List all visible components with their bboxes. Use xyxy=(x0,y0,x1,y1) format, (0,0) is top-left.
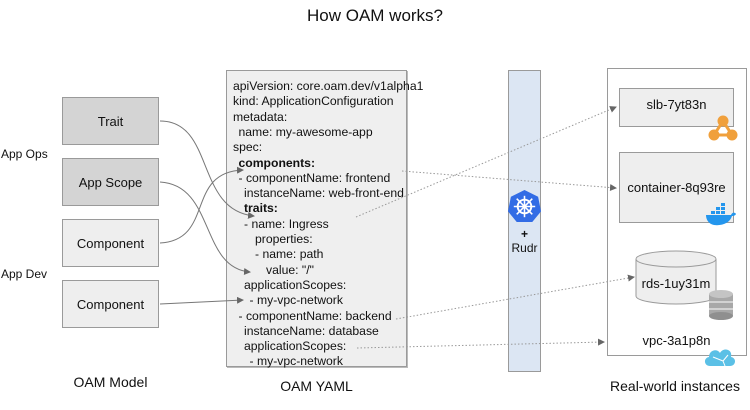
yaml-line: traits: xyxy=(244,201,278,216)
rds-cylinder xyxy=(635,250,717,305)
component-box-dev-label: Component xyxy=(76,296,145,312)
yaml-line: instanceName: database xyxy=(244,323,379,338)
yaml-line: components: xyxy=(238,155,316,170)
yaml-line: - my-vpc-network xyxy=(249,354,343,369)
kubernetes-icon xyxy=(507,189,542,223)
yaml-line: - name: Ingress xyxy=(244,216,329,231)
yaml-line: applicationScopes: xyxy=(244,339,347,354)
yaml-line: - my-vpc-network xyxy=(249,293,343,308)
app-dev-label: App Dev xyxy=(1,267,48,281)
diagram-title: How OAM works? xyxy=(306,6,444,25)
database-icon xyxy=(709,290,733,320)
app-scope-box-label: App Scope xyxy=(78,174,143,190)
plus-sign: + xyxy=(520,227,528,241)
oam-model-caption: OAM Model xyxy=(73,374,148,390)
yaml-line: apiVersion: core.oam.dev/v1alpha1 xyxy=(233,79,424,93)
yaml-line: spec: xyxy=(233,140,263,155)
yaml-line: kind: ApplicationConfiguration xyxy=(233,94,394,109)
rudr-label: Rudr xyxy=(511,241,538,255)
app-ops-label: App Ops xyxy=(1,147,48,161)
yaml-line: properties: xyxy=(255,232,313,246)
slb-instance: slb-7yt83n xyxy=(619,88,734,127)
yaml-line: value: "/" xyxy=(266,262,314,277)
app-scope-box: App Scope xyxy=(62,158,159,206)
yaml-line: - name: path xyxy=(255,247,324,262)
component-box-ops: Component xyxy=(62,219,159,267)
oam-yaml-caption: OAM YAML xyxy=(280,378,353,394)
load-balancer-icon xyxy=(708,115,738,141)
rds-instance-label: rds-1uy31m xyxy=(641,276,711,291)
component-box-ops-label: Component xyxy=(76,235,145,251)
yaml-line: metadata: xyxy=(233,109,288,124)
component-box-dev: Component xyxy=(62,280,159,328)
cloud-network-icon xyxy=(704,349,736,367)
container-instance-label: container-8q93re xyxy=(627,180,726,195)
vpc-instance-label: vpc-3a1p8n xyxy=(642,333,711,348)
real-world-caption: Real-world instances xyxy=(610,378,740,394)
docker-icon xyxy=(706,203,736,226)
slb-instance-label: slb-7yt83n xyxy=(646,97,707,112)
yaml-line: - componentName: frontend xyxy=(238,170,391,185)
yaml-line: - componentName: backend xyxy=(238,308,392,323)
trait-box-label: Trait xyxy=(97,113,124,129)
yaml-line: applicationScopes: xyxy=(244,277,347,292)
trait-box: Trait xyxy=(62,97,159,145)
yaml-line: name: my-awesome-app xyxy=(238,124,373,139)
yaml-line: instanceName: web-front-end xyxy=(244,186,404,201)
container-instance: container-8q93re xyxy=(619,152,734,223)
